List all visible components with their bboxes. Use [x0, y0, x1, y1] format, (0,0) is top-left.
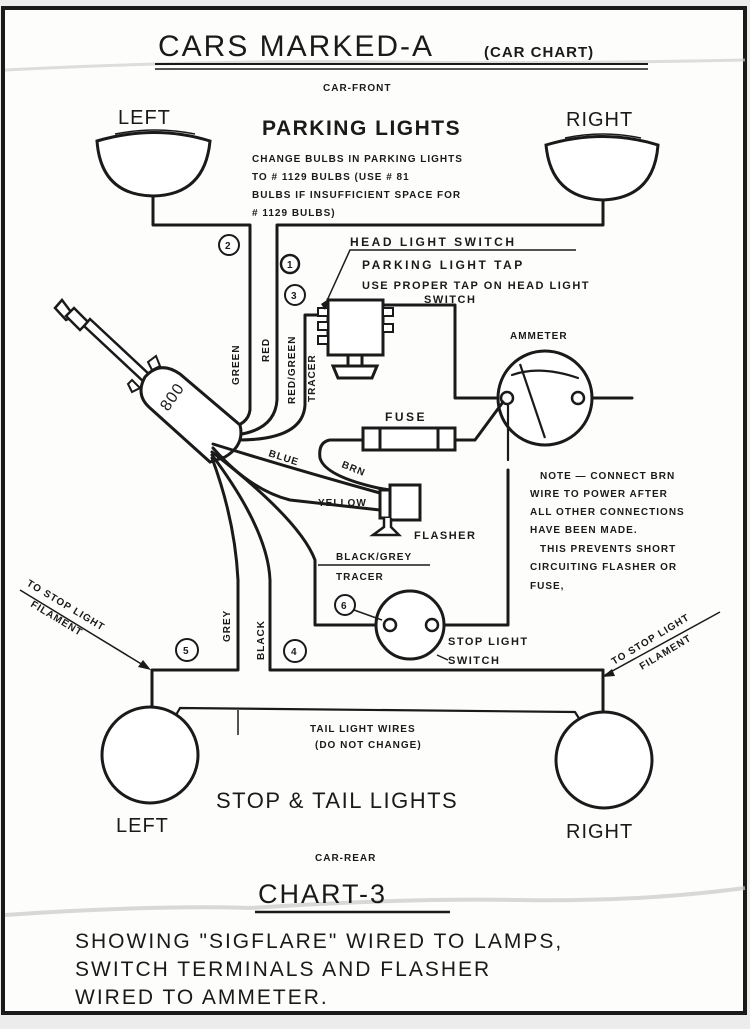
ammeter: [496, 349, 594, 447]
head-light-switch: [317, 298, 394, 380]
tail-wires-label-1: TAIL LIGHT WIRES: [310, 724, 416, 735]
wire-label-black: BLACK: [256, 620, 267, 660]
wire-label-grey: GREY: [222, 610, 233, 642]
caption-line-3: WIRED TO AMMETER.: [75, 986, 329, 1009]
flasher-label: FLASHER: [414, 530, 476, 542]
wire-red-green-tracer: [236, 313, 320, 442]
parking-light-right: [544, 133, 660, 202]
terminal-1: 1: [279, 253, 301, 275]
wire-fuse-ammeter: [453, 400, 505, 442]
wire-label-black-grey-tracer: TRACER: [336, 572, 384, 583]
parking-note-line-2: TO # 1129 BULBS (USE # 81: [252, 172, 410, 183]
wire-stop-switch-out: [442, 468, 510, 627]
head-light-pointer-arrow: [321, 298, 330, 310]
chart-title: CARS MARKED-A: [158, 30, 434, 63]
stop-tail-heading: STOP & TAIL LIGHTS: [216, 788, 458, 813]
wire-label-black-grey: BLACK/GREY: [336, 552, 412, 563]
stop-switch-label-2: SWITCH: [448, 655, 500, 667]
svg-text:1: 1: [287, 260, 294, 271]
fuse: [361, 426, 457, 452]
terminal-3: 3: [284, 284, 306, 306]
svg-text:4: 4: [291, 647, 298, 658]
wire-brn: [318, 438, 392, 492]
wire-label-red: RED: [261, 338, 272, 362]
note-line-4: HAVE BEEN MADE.: [530, 525, 638, 536]
terminal-4: 4: [283, 639, 307, 663]
flasher: [369, 483, 422, 537]
wire-black-grey: [210, 450, 392, 627]
tail-light-wire: [174, 706, 582, 722]
stop-light-switch: [374, 589, 446, 661]
wire-label-green: GREEN: [231, 344, 242, 385]
svg-text:5: 5: [183, 646, 190, 657]
parking-lights-heading: PARKING LIGHTS: [262, 117, 461, 140]
car-rear-label: CAR-REAR: [315, 853, 376, 864]
note-line-6: CIRCUITING FLASHER OR: [530, 562, 677, 573]
svg-text:6: 6: [341, 601, 348, 612]
sigflare-unit: 800: [53, 298, 243, 464]
left-filament-arrow: [19, 589, 149, 669]
wire-label-yellow: YELLOW: [318, 498, 367, 509]
wire-black: [210, 453, 605, 672]
wire-yellow: [211, 446, 382, 512]
parking-light-left: [95, 129, 212, 198]
stop-switch-label-1: STOP LIGHT: [448, 636, 529, 648]
note-line-2: WIRE TO POWER AFTER: [530, 489, 668, 500]
stop-switch-pointer: [436, 654, 449, 661]
head-light-instruction-2: SWITCH: [424, 294, 476, 306]
parking-left-label: LEFT: [118, 107, 171, 129]
wire-headswitch-ammeter: [381, 303, 502, 400]
paper-crease-top: [4, 58, 746, 72]
chart-title-suffix: (CAR CHART): [484, 44, 594, 61]
right-filament-arrow: [604, 611, 721, 676]
note-line-5: THIS PREVENTS SHORT: [540, 544, 676, 555]
tail-light-left: [100, 705, 200, 805]
note-line-3: ALL OTHER CONNECTIONS: [530, 507, 685, 518]
head-light-pointer: [324, 249, 576, 306]
parking-note-line-1: CHANGE BULBS IN PARKING LIGHTS: [252, 154, 463, 165]
wire-blue: [211, 442, 382, 495]
note-line-1: NOTE — CONNECT BRN: [540, 471, 675, 482]
car-front-label: CAR-FRONT: [323, 83, 391, 94]
wire-label-tracer: TRACER: [307, 354, 318, 402]
left-filament-arrowhead: [138, 660, 151, 670]
parking-right-label: RIGHT: [566, 109, 633, 131]
wire-grey: [150, 456, 240, 714]
fuse-label: FUSE: [385, 410, 427, 424]
terminal-5: 5: [175, 638, 199, 662]
svg-text:2: 2: [225, 241, 232, 252]
right-filament-arrowhead: [602, 669, 615, 677]
chart-number: CHART-3: [258, 879, 387, 909]
terminal-6: 6: [334, 594, 356, 616]
paper-crease-bottom: [4, 886, 746, 917]
caption-line-1: SHOWING "SIGFLARE" WIRED TO LAMPS,: [75, 930, 563, 953]
head-light-instruction-1: USE PROPER TAP ON HEAD LIGHT: [362, 280, 590, 292]
ammeter-label: AMMETER: [510, 331, 568, 342]
terminal-6-pointer: [353, 609, 383, 621]
parking-note-line-3: BULBS IF INSUFFICIENT SPACE FOR: [252, 190, 461, 201]
tail-wires-label-2: (DO NOT CHANGE): [315, 740, 422, 751]
terminal-2: 2: [218, 234, 240, 256]
tail-right-label: RIGHT: [566, 821, 633, 843]
head-light-switch-title: HEAD LIGHT SWITCH: [350, 235, 517, 249]
tail-left-label: LEFT: [116, 815, 169, 837]
tail-light-right: [554, 710, 654, 810]
parking-light-tap: PARKING LIGHT TAP: [362, 258, 525, 272]
svg-text:3: 3: [291, 291, 298, 302]
note-line-7: FUSE,: [530, 581, 564, 592]
wire-red: [234, 198, 605, 437]
parking-note-line-4: # 1129 BULBS): [252, 208, 336, 219]
caption-line-2: SWITCH TERMINALS AND FLASHER: [75, 958, 491, 981]
wire-label-red-green: RED/GREEN: [287, 336, 298, 404]
